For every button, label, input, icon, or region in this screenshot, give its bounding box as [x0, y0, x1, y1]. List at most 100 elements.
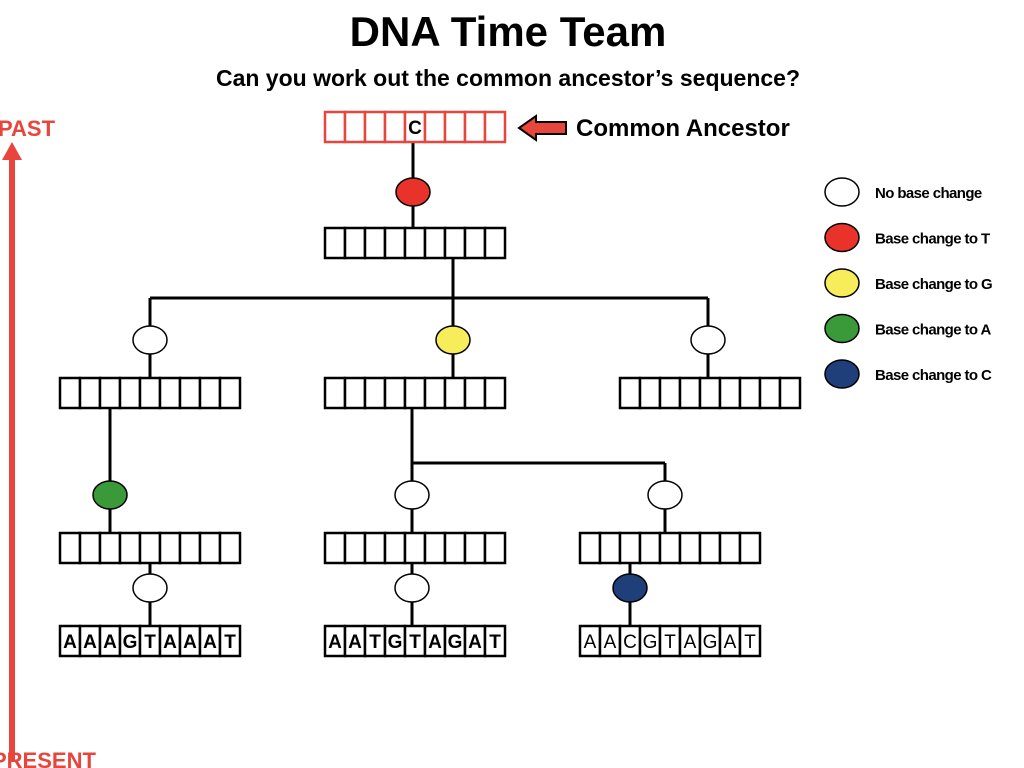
legend-swatch	[824, 313, 860, 344]
seq-node-middle-lower	[323, 531, 507, 565]
present-label: PRESENT	[0, 748, 96, 768]
sequence-cell	[323, 376, 347, 410]
mutation-marker-root-to-left	[132, 325, 168, 355]
sequence-cell	[598, 531, 622, 565]
mutation-marker-left-lower-to-present-1	[132, 573, 168, 603]
seq-node-left-lower	[58, 531, 242, 565]
sequence-cell	[658, 531, 682, 565]
sequence-cell	[758, 376, 782, 410]
sequence-cell	[618, 531, 642, 565]
seq-node-right	[618, 376, 802, 410]
sequence-cell	[383, 226, 407, 260]
sequence-cell	[738, 376, 762, 410]
sequence-cell	[443, 531, 467, 565]
sequence-cell	[423, 376, 447, 410]
sequence-base: T	[744, 632, 756, 653]
seq-node-root	[323, 226, 507, 260]
sequence-cell	[98, 531, 122, 565]
time-axis-arrowhead	[2, 142, 22, 160]
sequence-cell	[363, 531, 387, 565]
sequence-cell	[698, 531, 722, 565]
legend-label: No base change	[875, 185, 982, 202]
sequence-base: T	[369, 632, 381, 653]
sequence-cell	[118, 376, 142, 410]
sequence-base: A	[203, 632, 217, 653]
sequence-base: A	[724, 632, 737, 653]
seq-common-ancestor: C	[323, 110, 507, 144]
mutation-marker-middle-to-right-lower	[647, 480, 683, 510]
sequence-base: A	[163, 632, 177, 653]
sequence-cell	[463, 376, 487, 410]
mutation-marker-left-to-left-lower	[92, 480, 128, 510]
sequence-cell	[323, 110, 347, 144]
sequence-cell	[158, 376, 182, 410]
sequence-cell	[678, 531, 702, 565]
sequence-base: G	[643, 632, 658, 653]
sequence-cell	[463, 226, 487, 260]
mutation-marker-middle-lower-to-present-2	[394, 573, 430, 603]
sequence-cell	[483, 376, 507, 410]
legend-label: Base change to C	[875, 367, 992, 384]
sequence-cell	[483, 531, 507, 565]
sequence-cell	[423, 110, 447, 144]
sequence-base: A	[103, 632, 117, 653]
seq-node-right-lower	[578, 531, 762, 565]
sequence-cell	[658, 376, 682, 410]
sequence-base: T	[664, 632, 676, 653]
sequence-base: A	[63, 632, 77, 653]
sequence-base: A	[348, 632, 362, 653]
sequence-cell	[363, 110, 387, 144]
sequence-cell	[678, 376, 702, 410]
seq-node-left	[58, 376, 242, 410]
sequence-base: A	[468, 632, 482, 653]
sequence-base: G	[388, 632, 403, 653]
sequence-cell	[443, 376, 467, 410]
sequence-cell	[78, 531, 102, 565]
sequence-base: G	[703, 632, 718, 653]
sequence-cell	[463, 110, 487, 144]
common-ancestor-label: Common Ancestor	[576, 115, 790, 142]
sequence-cell	[323, 531, 347, 565]
sequence-cell	[343, 110, 367, 144]
page-title: DNA Time Team	[350, 8, 667, 55]
sequence-cell	[343, 226, 367, 260]
past-label: PAST	[0, 116, 56, 141]
sequence-cell	[118, 531, 142, 565]
sequence-base: T	[224, 632, 236, 653]
sequence-base: A	[328, 632, 342, 653]
sequence-cell	[383, 531, 407, 565]
legend-swatch	[824, 359, 860, 389]
seq-node-middle	[323, 376, 507, 410]
sequence-cell	[638, 376, 662, 410]
legend-swatch	[824, 222, 860, 253]
mutation-marker-middle-to-middle-lower	[394, 480, 430, 510]
sequence-cell	[483, 624, 507, 658]
sequence-cell	[218, 624, 242, 658]
sequence-base: T	[489, 632, 501, 653]
sequence-cell	[218, 531, 242, 565]
sequence-base: T	[409, 632, 421, 653]
sequence-base: C	[623, 632, 637, 653]
sequence-cell	[738, 624, 762, 658]
sequence-cell	[483, 226, 507, 260]
legend-label: Base change to G	[875, 276, 992, 293]
mutation-marker-root-to-middle	[435, 325, 471, 355]
sequence-cell	[698, 376, 722, 410]
sequence-cell	[58, 376, 82, 410]
legend-label: Base change to T	[875, 231, 990, 248]
sequence-base: T	[144, 632, 156, 653]
sequence-cell	[718, 376, 742, 410]
sequence-base: A	[684, 632, 697, 653]
sequence-cell	[158, 531, 182, 565]
sequence-cell	[403, 226, 427, 260]
mutation-markers	[92, 177, 726, 603]
sequence-cell	[178, 531, 202, 565]
sequence-cell	[138, 376, 162, 410]
sequence-cell	[463, 531, 487, 565]
sequence-cell	[423, 226, 447, 260]
sequence-cell	[138, 531, 162, 565]
sequence-cell	[58, 531, 82, 565]
